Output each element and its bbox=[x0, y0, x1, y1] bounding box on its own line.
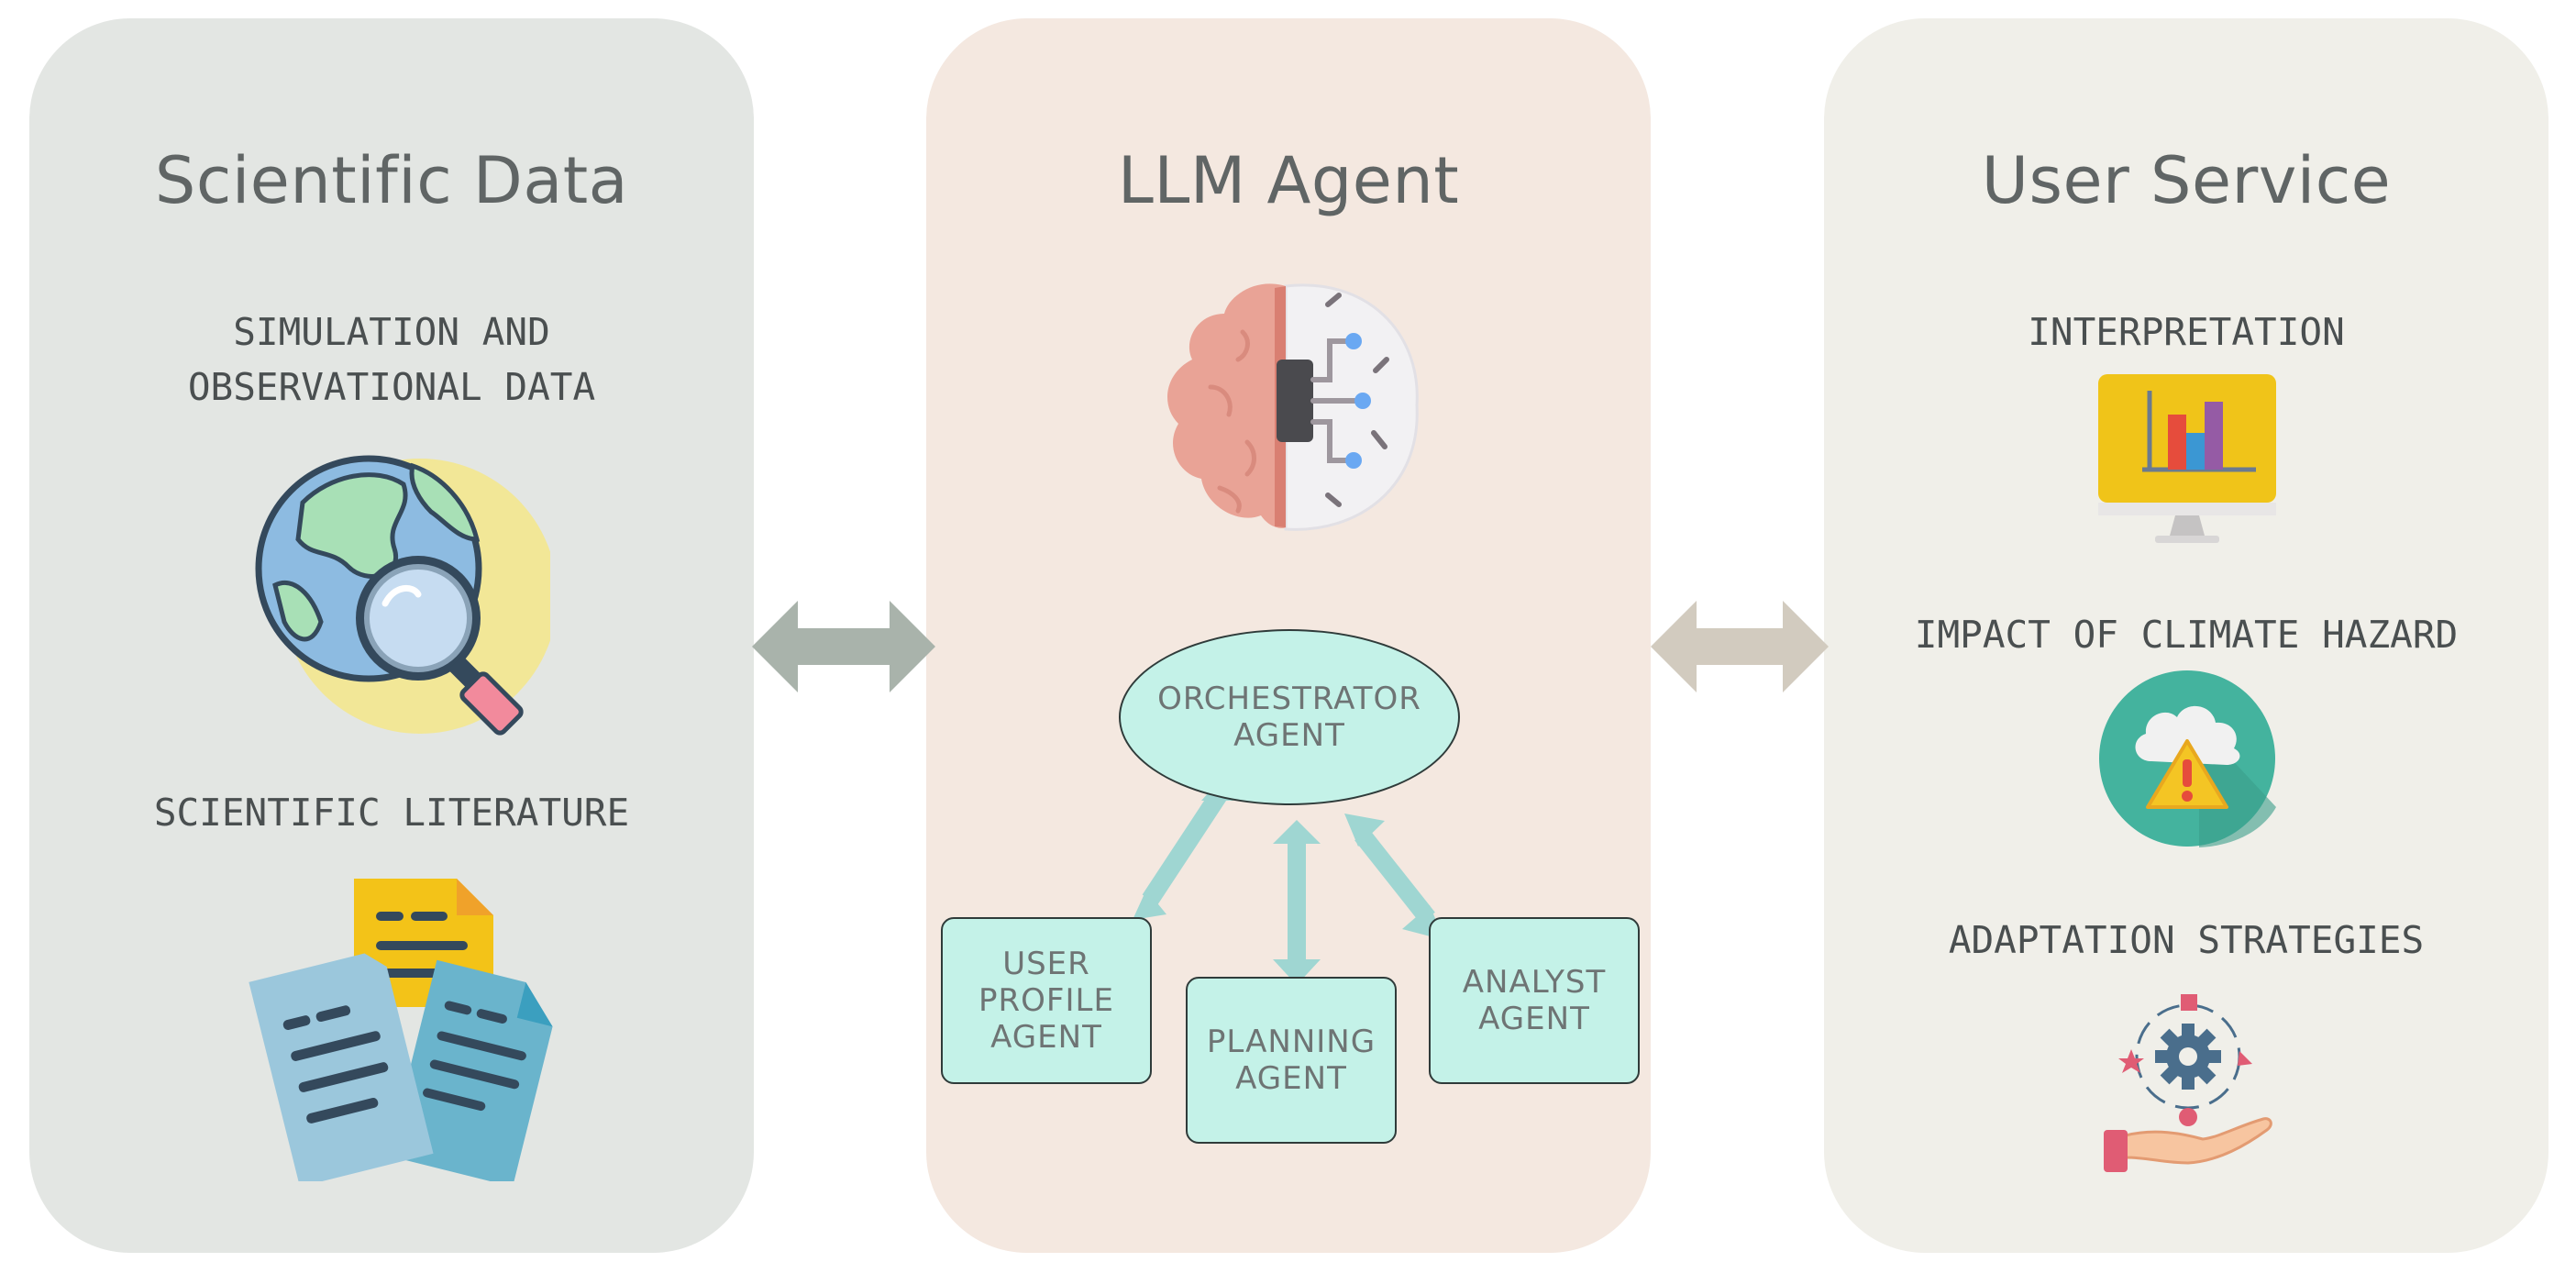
user-profile-agent-node: USER PROFILE AGENT bbox=[941, 917, 1152, 1084]
adaptation-strategies-label: ADAPTATION STRATEGIES bbox=[1948, 918, 2425, 962]
globe-magnifier-icon bbox=[255, 455, 550, 736]
simulation-observational-data-label: SIMULATION AND OBSERVATIONAL DATA bbox=[187, 310, 596, 409]
monitor-chart-icon bbox=[2098, 374, 2276, 543]
cloud-warning-icon bbox=[2099, 670, 2276, 847]
agent-service-bidirectional-arrow bbox=[1651, 601, 1829, 692]
orchestrator-planning-arrow bbox=[1273, 820, 1321, 985]
scientific-data-title: Scientific Data bbox=[154, 143, 629, 218]
orchestrator-analyst-arrow bbox=[1344, 814, 1444, 940]
scientific-literature-label: SCIENTIFIC LITERATURE bbox=[153, 791, 630, 835]
planning-agent-node: PLANNING AGENT bbox=[1186, 977, 1397, 1144]
llm-agent-panel: LLM Agent ORCHESTRATOR AGEN bbox=[926, 18, 1651, 1253]
data-agent-bidirectional-arrow bbox=[752, 601, 935, 692]
impact-of-climate-hazard-label: IMPACT OF CLIMATE HAZARD bbox=[1914, 613, 2459, 657]
ai-brain-icon bbox=[1167, 283, 1419, 531]
user-service-panel: User Service INTERPRETATION IMPACT OF CL… bbox=[1824, 18, 2548, 1253]
analyst-agent-node: ANALYST AGENT bbox=[1429, 917, 1640, 1084]
orchestrator-agent-node: ORCHESTRATOR AGENT bbox=[1119, 629, 1460, 805]
gear-hand-icon bbox=[2104, 994, 2272, 1172]
llm-agent-title: LLM Agent bbox=[1117, 143, 1460, 218]
user-service-title: User Service bbox=[1981, 143, 2392, 218]
interpretation-label: INTERPRETATION bbox=[2028, 310, 2345, 354]
scientific-data-panel: Scientific Data SIMULATION AND OBSERVATI… bbox=[29, 18, 754, 1253]
documents-icon bbox=[249, 879, 553, 1181]
